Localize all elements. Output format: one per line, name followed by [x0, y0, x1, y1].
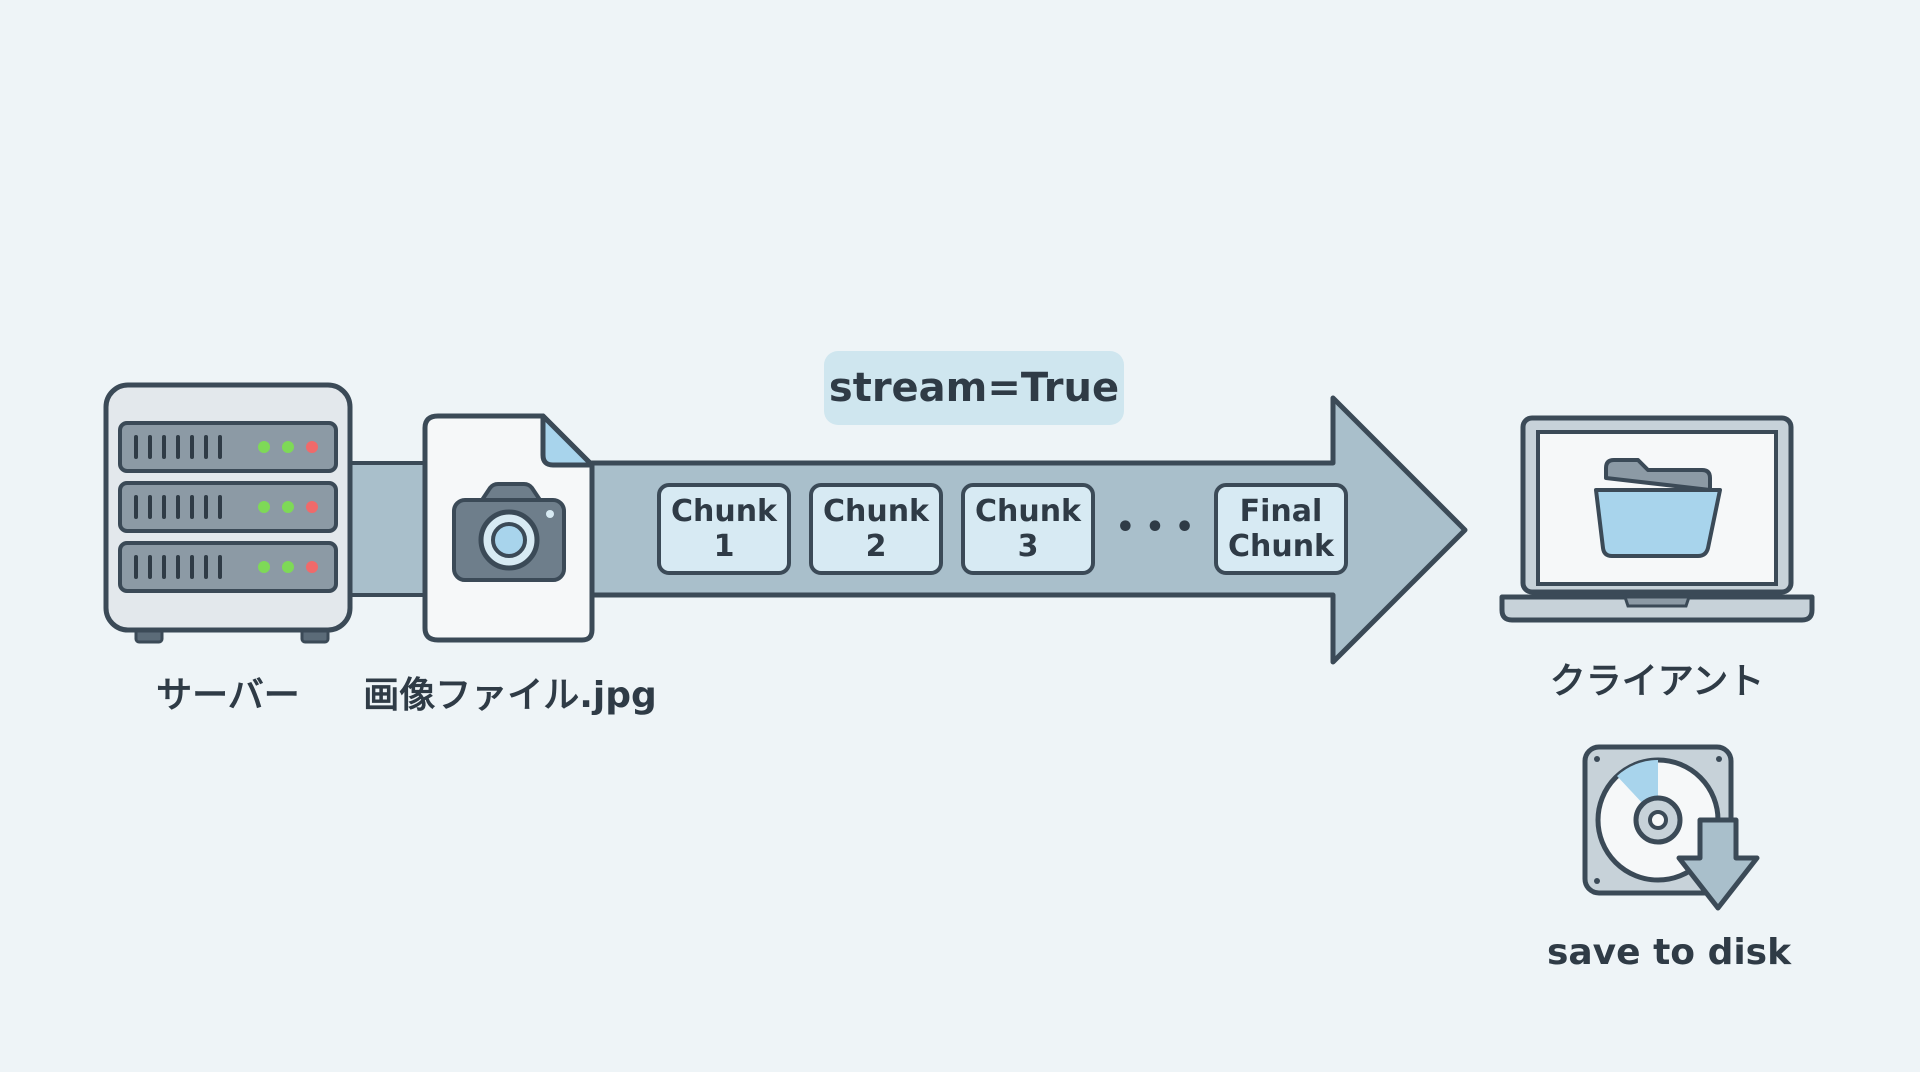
chunk-2-label: Chunk — [822, 494, 930, 529]
chunk-3-label: Chunk — [974, 494, 1082, 529]
server-unit-1 — [118, 421, 338, 473]
chunk-1: Chunk 1 — [657, 483, 791, 575]
stream-param-badge: stream=True — [824, 351, 1124, 425]
image-file-icon — [422, 413, 595, 643]
chunk-ellipsis: • • • — [1115, 510, 1195, 545]
file-corner-fold — [540, 413, 595, 468]
camera-icon — [452, 482, 566, 582]
disk-label: save to disk — [1546, 932, 1792, 973]
file-label: 画像ファイル.jpg — [363, 675, 657, 716]
download-arrow-icon — [1676, 817, 1760, 911]
server-label: サーバー — [156, 675, 300, 716]
final-chunk-line2: Chunk — [1227, 529, 1335, 564]
folder-icon — [1594, 458, 1722, 558]
chunk-1-label: Chunk — [670, 494, 778, 529]
laptop-icon — [1499, 415, 1815, 623]
chunk-2: Chunk 2 — [809, 483, 943, 575]
chunk-1-number: 1 — [713, 529, 735, 564]
chunk-2-number: 2 — [865, 529, 887, 564]
chunk-3: Chunk 3 — [961, 483, 1095, 575]
server-unit-2 — [118, 481, 338, 533]
chunk-3-number: 3 — [1017, 529, 1039, 564]
final-chunk: Final Chunk — [1214, 483, 1348, 575]
client-label: クライアント — [1549, 661, 1765, 702]
server-rack-icon — [103, 382, 353, 644]
server-unit-3 — [118, 541, 338, 593]
server-file-connector — [343, 461, 427, 597]
final-chunk-line1: Final — [1239, 494, 1323, 529]
